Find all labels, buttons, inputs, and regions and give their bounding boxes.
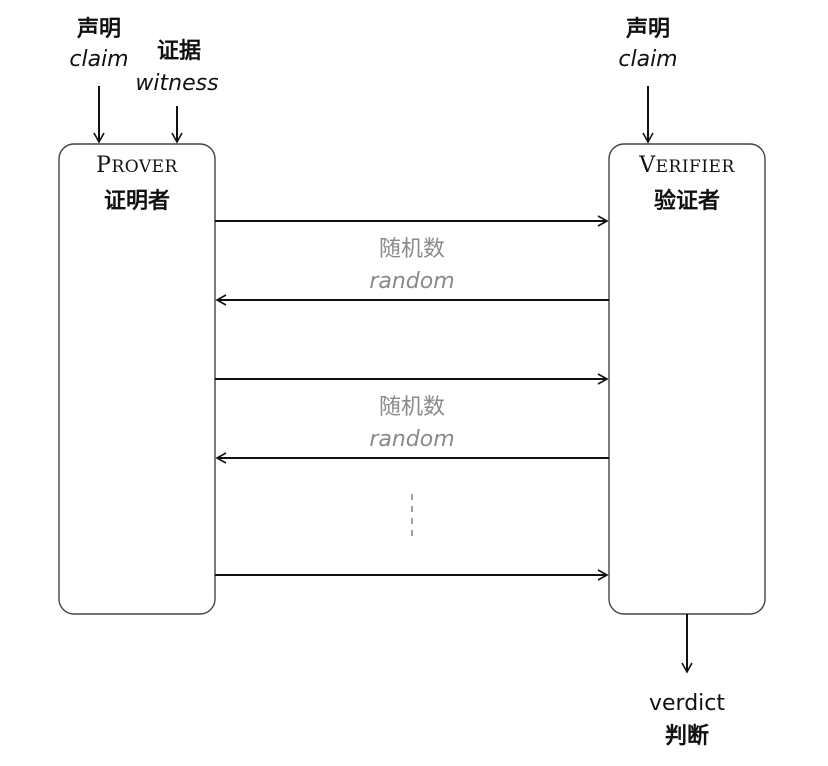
round-1-random-zh: 随机数	[379, 237, 445, 262]
round-1-random-en: random	[369, 269, 454, 294]
prover-box	[58, 143, 216, 615]
prover-witness-zh: 证据	[157, 39, 201, 64]
verifier-claim-en: claim	[618, 47, 677, 72]
verifier-title: VERIFIER	[638, 153, 735, 178]
verifier-claim-zh: 声明	[625, 17, 670, 42]
verifier-box	[608, 143, 766, 615]
verdict-zh: 判断	[665, 723, 709, 749]
prover-claim-en: claim	[69, 47, 128, 72]
verdict-en: verdict	[649, 691, 725, 716]
prover-title: PROVER	[96, 153, 178, 178]
round-2-random-en: random	[369, 427, 454, 452]
round-2-random-zh: 随机数	[379, 395, 445, 420]
prover-title-zh: 证明者	[104, 189, 170, 214]
verifier-title-zh: 验证者	[654, 188, 720, 214]
prover-witness-en: witness	[135, 71, 218, 96]
prover-claim-zh: 声明	[76, 17, 121, 42]
